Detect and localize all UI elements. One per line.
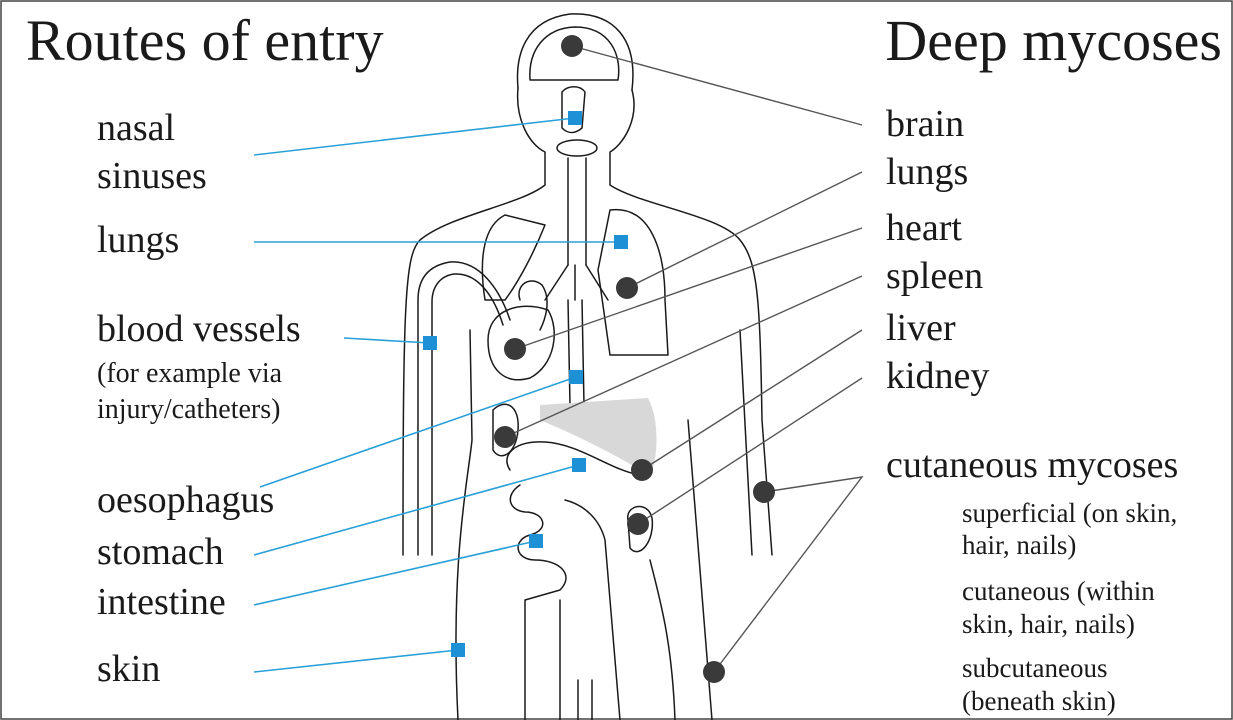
site-marker-spleen xyxy=(494,426,516,448)
site-marker-brain xyxy=(561,35,583,57)
label-superficial-1: superficial (on skin, xyxy=(962,498,1177,528)
label-blood-vessels: blood vessels xyxy=(97,308,301,350)
entry-marker-lungs xyxy=(614,235,628,249)
label-cutaneous-2: skin, hair, nails) xyxy=(962,609,1135,639)
entry-marker-nasal xyxy=(568,111,582,125)
left-title: Routes of entry xyxy=(26,8,384,73)
site-marker-liver xyxy=(631,459,653,481)
entry-marker-stomach xyxy=(572,458,586,472)
label-sinuses: sinuses xyxy=(97,155,207,197)
label-lungs-site: lungs xyxy=(886,151,968,193)
label-kidney: kidney xyxy=(886,355,989,397)
label-cutaneous-1: cutaneous (within xyxy=(962,576,1155,606)
entry-marker-skin xyxy=(451,643,465,657)
label-liver: liver xyxy=(886,307,956,349)
label-lungs-entry: lungs xyxy=(97,219,179,261)
entry-marker-oesophagus xyxy=(569,370,583,384)
label-spleen: spleen xyxy=(886,255,983,297)
right-title: Deep mycoses xyxy=(885,8,1222,73)
label-heart: heart xyxy=(886,207,962,249)
label-nasal: nasal xyxy=(97,107,175,149)
site-marker-lungs xyxy=(616,277,638,299)
label-blood-note-2: injury/catheters) xyxy=(97,394,280,425)
label-cutaneous-mycoses: cutaneous mycoses xyxy=(886,444,1178,486)
label-blood-note-1: (for example via xyxy=(97,358,283,389)
entry-marker-intestine xyxy=(529,534,543,548)
label-brain: brain xyxy=(886,103,964,145)
label-oesophagus: oesophagus xyxy=(97,479,274,521)
site-marker-cutaneous-arm xyxy=(753,481,775,503)
entry-marker-blood xyxy=(423,336,437,350)
label-superficial-2: hair, nails) xyxy=(962,530,1076,560)
label-skin: skin xyxy=(97,648,160,690)
site-marker-kidney xyxy=(627,513,649,535)
label-subcutaneous-2: (beneath skin) xyxy=(962,686,1116,716)
label-stomach: stomach xyxy=(97,531,224,573)
site-marker-cutaneous-leg xyxy=(703,661,725,683)
label-intestine: intestine xyxy=(97,581,226,623)
label-subcutaneous-1: subcutaneous xyxy=(962,653,1107,683)
site-marker-heart xyxy=(504,338,526,360)
